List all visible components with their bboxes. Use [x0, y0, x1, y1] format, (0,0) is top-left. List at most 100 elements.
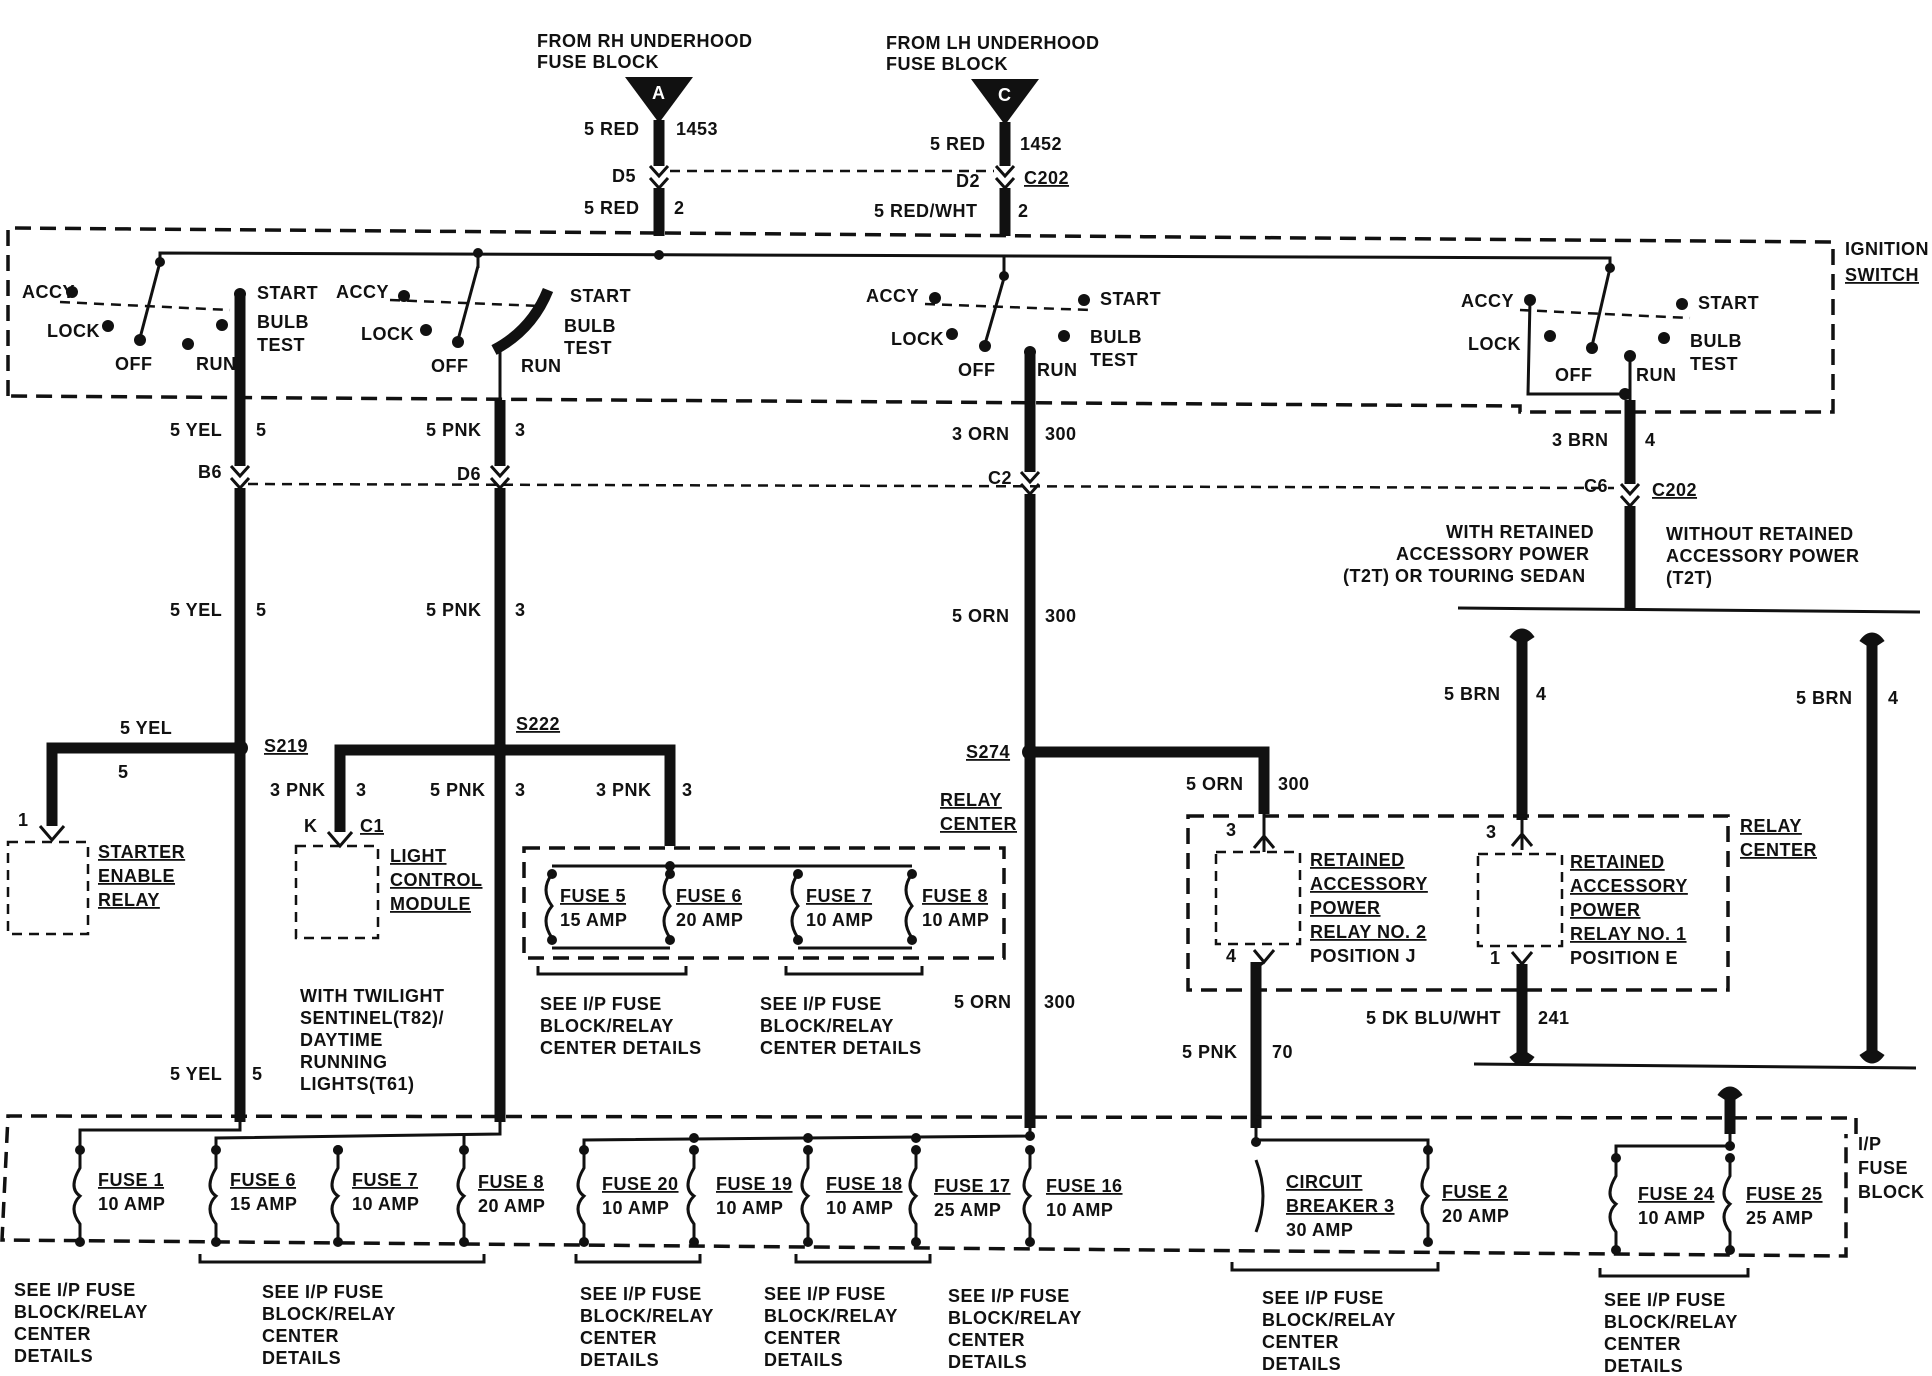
lcm-wire-circuit: 3 [356, 780, 367, 800]
relay-fuse-8-symbol [904, 873, 914, 939]
ip-label-1: I/P [1858, 1134, 1882, 1154]
bus-node-2 [473, 248, 483, 258]
rap2-line-5: POSITION J [1310, 946, 1416, 966]
ip-fuse-24-symbol [1608, 1158, 1619, 1250]
relay-fuse-6-name: FUSE 6 [676, 886, 742, 906]
ip-fuse-7-symbol [330, 1150, 341, 1242]
relay-fuse-wire-label: 3 PNK [596, 780, 652, 800]
lcm-connector-symbol [326, 831, 354, 849]
switch-2-wiper [456, 265, 480, 341]
relay-center-left-2: CENTER [940, 814, 1017, 834]
connector-c202-lower-line [247, 482, 1615, 490]
wire-a2-circuit: 2 [674, 198, 685, 218]
pin-c6-label: C6 [1584, 476, 1608, 496]
ip-fuse-24-name: FUSE 24 [1638, 1184, 1715, 1204]
out-yel-label: 5 YEL [170, 420, 222, 440]
relay-fuse-6-bottom [665, 935, 675, 945]
ip-fuse-6-symbol [208, 1150, 219, 1242]
switch-4-run-label: RUN [1636, 365, 1677, 385]
wire-a1-circuit: 1453 [676, 119, 718, 139]
ignition-switch: IGNITION SWITCH ACCY LOCK OFF RUN START … [6, 226, 1929, 414]
wire-orn-relay [1030, 746, 1270, 814]
switch-4-bulb-label: BULB [1690, 331, 1742, 351]
ignition-internal-bus [158, 251, 1612, 268]
pnk-down-label: 5 PNK [430, 780, 486, 800]
starter-pin-label: 1 [18, 810, 29, 830]
ip-fuse-18-rating: 10 AMP [826, 1198, 893, 1218]
relay-fuse-wire-circuit: 3 [682, 780, 693, 800]
source-lh-underhood-fuse-block: FROM LH UNDERHOOD FUSE BLOCK C [886, 33, 1099, 125]
ip-bus-fuse-24-node [1725, 1141, 1735, 1151]
switch-section-4: ACCY LOCK OFF RUN START BULB TEST [1461, 267, 1759, 396]
ip-bus-cb3 [1254, 1128, 1430, 1150]
out-orn-circuit: 300 [1045, 424, 1077, 444]
brn-without-circuit: 4 [1888, 688, 1899, 708]
switch-2-bulb-label: BULB [564, 316, 616, 336]
out-orn-label: 3 ORN [952, 424, 1010, 444]
lower-branch-bar [1473, 1062, 1917, 1070]
rap1-out-connector [1510, 951, 1534, 967]
out-pnk-circuit: 3 [515, 420, 526, 440]
brn-with-label: 5 BRN [1444, 684, 1501, 704]
relay-see-a-1: SEE I/P FUSE [540, 994, 662, 1014]
switch-1-off-contact [134, 334, 146, 346]
switch-2-test-label: TEST [564, 338, 612, 358]
retained-with-line-3: (T2T) OR TOURING SEDAN [1343, 566, 1586, 586]
see2-l3: CENTER [262, 1326, 339, 1346]
lower-yel-label: 5 YEL [170, 1064, 222, 1084]
ip-fuse-block-outline [0, 1114, 1858, 1258]
rap1-line-2: ACCESSORY [1570, 876, 1688, 896]
see4-l3: CENTER [764, 1328, 841, 1348]
connector-c202-top-label: C202 [1024, 168, 1069, 188]
switch-1-run-label: RUN [196, 354, 237, 374]
starter-connector-symbol [38, 825, 66, 843]
switch-3-lock-label: LOCK [891, 329, 944, 349]
relay-fuse-7-name: FUSE 7 [806, 886, 872, 906]
see7-l2: BLOCK/RELAY [1604, 1312, 1738, 1332]
ip-bus-yel [78, 1122, 242, 1148]
twilight-line-4: RUNNING [300, 1052, 388, 1072]
ip-fuse-18-symbol [800, 1150, 811, 1242]
wire-pnk-relay-fuses [500, 744, 676, 846]
ip-fuse-24-rating: 10 AMP [1638, 1208, 1705, 1228]
starter-wire-label: 5 YEL [120, 718, 172, 738]
switch-4-detent-line [1519, 308, 1691, 320]
ignition-switch-outline [6, 226, 1835, 414]
switch-2-run-label: RUN [521, 356, 562, 376]
switch-1-test-label: TEST [257, 335, 305, 355]
wire-c2-circuit: 2 [1018, 201, 1029, 221]
ip-fuse-16-symbol [1022, 1150, 1033, 1242]
splice-s219-label: S219 [264, 736, 308, 756]
source-rh-underhood-fuse-block: FROM RH UNDERHOOD FUSE BLOCK A [537, 31, 752, 123]
relay-center-right-1: RELAY [1740, 816, 1802, 836]
ip-fuse-20-name: FUSE 20 [602, 1174, 679, 1194]
pnk70-label: 5 PNK [1182, 1042, 1238, 1062]
wire-c2-label: 5 RED/WHT [874, 201, 978, 221]
relay-fuse-7-bottom [793, 935, 803, 945]
wire-c1-circuit: 1452 [1020, 134, 1062, 154]
switch-2-accy-contact [398, 290, 410, 302]
rap2-in-pin: 3 [1226, 820, 1237, 840]
branch-bar [1457, 606, 1921, 614]
see1-l2: BLOCK/RELAY [14, 1302, 148, 1322]
bracket-cb3-fuse-2 [1230, 1262, 1440, 1272]
source-c-line-2: FUSE BLOCK [886, 54, 1008, 74]
see6-l1: SEE I/P FUSE [1262, 1288, 1384, 1308]
relay-fuse-7: FUSE 7 10 AMP [790, 869, 873, 945]
see3-l2: BLOCK/RELAY [580, 1306, 714, 1326]
see1-l3: CENTER [14, 1324, 91, 1344]
bus-node-3 [999, 271, 1009, 281]
branch-left-cap [1509, 628, 1535, 644]
out-pnk-label: 5 PNK [426, 420, 482, 440]
ip-cb3-rating-line: BREAKER 3 [1286, 1196, 1395, 1216]
branch-right-cap [1859, 632, 1885, 648]
ip-fuse-16-name: FUSE 16 [1046, 1176, 1123, 1196]
ip-fuse-24-bottom-terminal [1611, 1245, 1621, 1255]
retained-without-line-2: ACCESSORY POWER [1666, 546, 1860, 566]
ip-fuse-18-name: FUSE 18 [826, 1174, 903, 1194]
switch-4-start-label: START [1698, 293, 1759, 313]
ip-bus-orn-node-1 [689, 1133, 699, 1143]
lcm-line-3: MODULE [390, 894, 471, 914]
see-details-7: SEE I/P FUSE BLOCK/RELAY CENTER DETAILS [1604, 1290, 1738, 1376]
